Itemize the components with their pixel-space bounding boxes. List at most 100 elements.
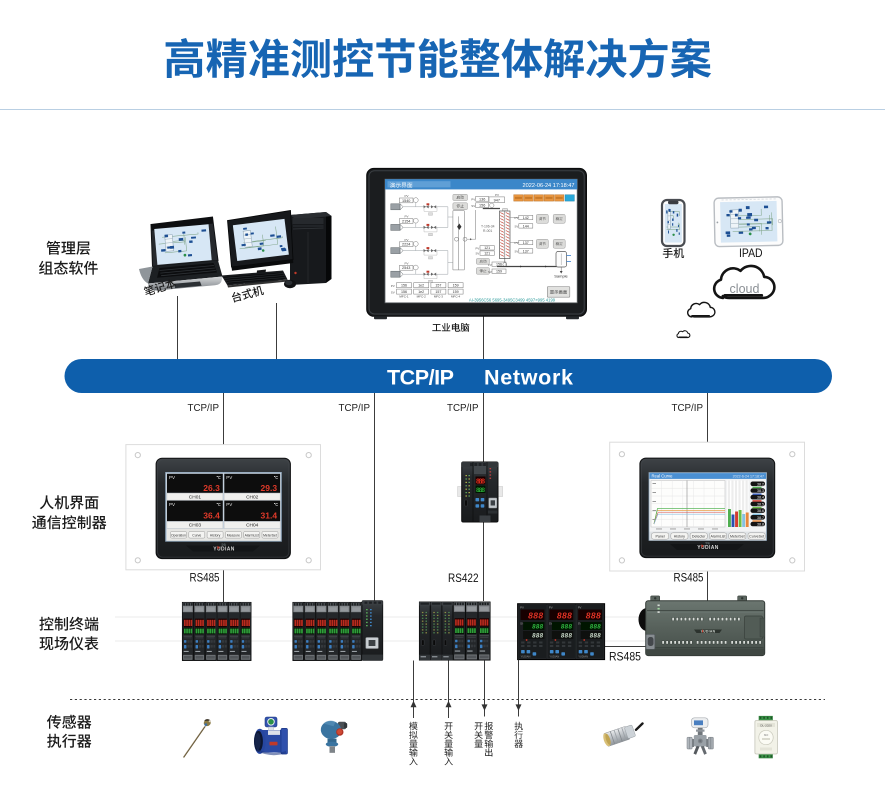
svg-text:121: 121 <box>484 252 490 256</box>
svg-text:Network: Network <box>484 366 573 390</box>
svg-text:PV: PV <box>549 606 553 610</box>
svg-text:Measure: Measure <box>227 533 240 537</box>
svg-text:SV: SV <box>471 204 475 208</box>
svg-text:RS485: RS485 <box>674 571 704 585</box>
svg-text:TCP/IP: TCP/IP <box>339 402 371 414</box>
svg-text:Real Curve: Real Curve <box>652 474 674 479</box>
svg-text:CH01: CH01 <box>189 494 202 500</box>
svg-text:159: 159 <box>496 270 502 274</box>
svg-text:159: 159 <box>453 290 459 294</box>
svg-text:36.4: 36.4 <box>203 511 220 521</box>
svg-text:PV: PV <box>520 606 524 610</box>
svg-text:142: 142 <box>523 216 529 220</box>
svg-text:156: 156 <box>401 290 407 294</box>
svg-text:38.2: 38.2 <box>757 482 764 486</box>
svg-text:888: 888 <box>561 624 573 631</box>
svg-text:cloud: cloud <box>730 282 760 296</box>
svg-text:888: 888 <box>532 624 544 631</box>
svg-text:PV: PV <box>405 238 409 242</box>
svg-text:PV: PV <box>226 502 232 507</box>
svg-text:SV: SV <box>391 290 395 294</box>
svg-text:SV: SV <box>515 250 519 254</box>
svg-text:137: 137 <box>523 241 529 245</box>
svg-text:PV: PV <box>226 475 232 480</box>
svg-text:MeterSet: MeterSet <box>263 533 277 537</box>
svg-text:TCP/IP: TCP/IP <box>188 402 220 414</box>
svg-text:2224: 2224 <box>402 243 410 247</box>
svg-text:PV: PV <box>405 215 409 219</box>
svg-text:AlarmList: AlarmList <box>245 533 259 537</box>
svg-text:CH04: CH04 <box>246 523 259 529</box>
svg-text:Operation: Operation <box>171 533 186 537</box>
svg-text:MFC-4: MFC-4 <box>451 295 460 299</box>
svg-text:156: 156 <box>479 204 485 208</box>
svg-text:888: 888 <box>532 633 544 640</box>
svg-text:156: 156 <box>401 284 407 288</box>
svg-text:2154: 2154 <box>402 219 410 223</box>
svg-text:℃: ℃ <box>216 475 221 480</box>
svg-text:159: 159 <box>453 284 459 288</box>
svg-text:8.8.8: 8.8.8 <box>476 487 485 494</box>
svg-text:SV: SV <box>488 270 492 274</box>
svg-text:PV: PV <box>405 261 409 265</box>
svg-text:PV: PV <box>391 284 395 288</box>
svg-text:38.7: 38.7 <box>757 516 764 520</box>
svg-text:Curve: Curve <box>192 533 201 537</box>
svg-text:29.3: 29.3 <box>261 483 278 493</box>
svg-text:PV: PV <box>405 194 409 198</box>
svg-text:CH03: CH03 <box>189 523 202 529</box>
svg-text:888: 888 <box>590 633 602 640</box>
svg-text:31.4: 31.4 <box>261 511 278 521</box>
svg-text:121: 121 <box>484 246 490 250</box>
svg-text:1540: 1540 <box>402 199 410 203</box>
svg-text:TCP/IP: TCP/IP <box>672 402 704 414</box>
svg-text:History: History <box>674 535 685 539</box>
svg-text:Sample: Sample <box>554 274 568 279</box>
svg-text:YUDIAN: YUDIAN <box>213 547 235 553</box>
svg-text:RS422: RS422 <box>448 571 479 585</box>
svg-text:DL-2020: DL-2020 <box>760 723 772 727</box>
svg-text:1e2: 1e2 <box>418 290 424 294</box>
svg-text:History: History <box>210 533 221 537</box>
svg-text:MFC-1: MFC-1 <box>399 295 408 299</box>
svg-text:IPAD: IPAD <box>739 248 763 260</box>
svg-text:YUDIAN: YUDIAN <box>578 655 588 659</box>
svg-text:137: 137 <box>523 249 529 253</box>
svg-text:PV: PV <box>578 606 582 610</box>
svg-text:YUDIAN: YUDIAN <box>521 655 531 659</box>
svg-text:157: 157 <box>435 290 441 294</box>
svg-text:144: 144 <box>523 224 529 228</box>
svg-text:CH02: CH02 <box>246 494 259 500</box>
svg-text:136: 136 <box>479 197 485 201</box>
svg-text:PV: PV <box>476 246 480 250</box>
svg-text:YUDIAN: YUDIAN <box>549 655 559 659</box>
svg-text:PV: PV <box>515 216 519 220</box>
svg-text:PV: PV <box>471 198 475 202</box>
svg-text:RS485: RS485 <box>190 571 220 585</box>
svg-text:8.8.8: 8.8.8 <box>476 478 485 485</box>
svg-text:MeterSet: MeterSet <box>730 535 745 539</box>
svg-text:888: 888 <box>590 624 602 631</box>
svg-text:38.8: 38.8 <box>757 523 764 527</box>
svg-text:SV: SV <box>515 225 519 229</box>
svg-text:PV: PV <box>169 502 175 507</box>
svg-text:℃: ℃ <box>216 502 221 507</box>
svg-text:2543: 2543 <box>402 266 410 270</box>
svg-text:2022-6-24 17:18:47: 2022-6-24 17:18:47 <box>733 475 764 479</box>
svg-text:PV: PV <box>515 241 519 245</box>
svg-text:888: 888 <box>557 610 572 620</box>
svg-text:2022-06-24 17:18:47: 2022-06-24 17:18:47 <box>523 183 575 189</box>
svg-text:宇电: 宇电 <box>705 541 710 545</box>
svg-text:26.3: 26.3 <box>203 483 220 493</box>
svg-text:宇电: 宇电 <box>221 543 226 547</box>
svg-text:MFC-2: MFC-2 <box>417 295 426 299</box>
svg-text:38.4: 38.4 <box>757 496 764 500</box>
svg-text:YUDIAN: YUDIAN <box>697 545 719 551</box>
svg-text:PV: PV <box>495 193 499 197</box>
svg-text:PV: PV <box>169 475 175 480</box>
svg-text:AlarmList: AlarmList <box>711 535 726 539</box>
svg-text:SV: SV <box>476 252 480 256</box>
svg-text:TCP/IP: TCP/IP <box>387 366 454 390</box>
svg-text:℃: ℃ <box>274 502 279 507</box>
svg-text:℃: ℃ <box>274 475 279 480</box>
